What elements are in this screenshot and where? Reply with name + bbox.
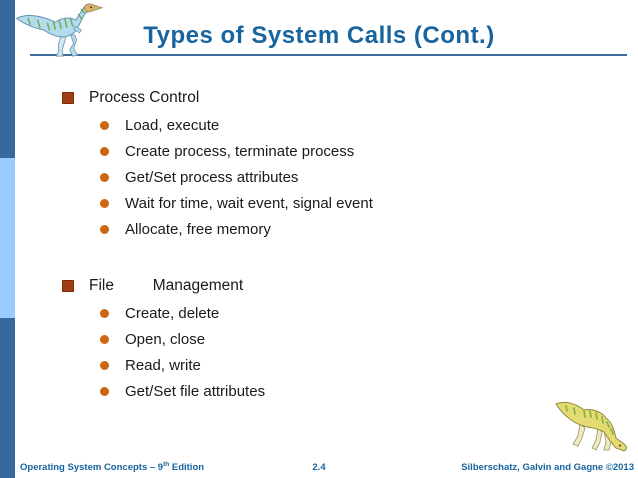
stripe-dark-top <box>0 0 15 158</box>
list-item: Load, execute <box>62 112 622 138</box>
left-stripe-bar <box>0 0 15 478</box>
circle-bullet-icon <box>100 224 109 234</box>
list-item-label: Load, execute <box>125 116 220 134</box>
list-item-label: Read, write <box>125 356 201 374</box>
footer-book-title-text: Operating System Concepts – 9 <box>20 462 164 473</box>
footer-copyright: Silberschatz, Galvin and Gagne ©2013 <box>461 462 634 473</box>
circle-bullet-icon <box>100 360 109 370</box>
list-item-label: Open, close <box>125 330 206 348</box>
list-item: Open, close <box>62 326 622 352</box>
list-item: Read, write <box>62 352 622 378</box>
stripe-dark-bottom <box>0 318 15 478</box>
grazing-dinosaur-icon <box>555 401 627 452</box>
list-item: Wait for time, wait event, signal event <box>62 190 622 216</box>
list-item: Get/Set process attributes <box>62 164 622 190</box>
section-label: File Management <box>89 277 244 294</box>
section-header: Process Control <box>62 86 622 110</box>
footer-edition-superscript: th <box>163 460 170 468</box>
circle-bullet-icon <box>100 120 109 130</box>
list-item: Create, delete <box>62 300 622 326</box>
slide-title: Types of System Calls (Cont.) <box>143 22 495 49</box>
footer-edition-text: Edition <box>169 462 205 473</box>
stripe-light-middle <box>0 158 15 318</box>
square-bullet-icon <box>62 92 74 104</box>
standing-dinosaur-icon <box>15 3 104 57</box>
list-item-label: Create, delete <box>125 304 220 322</box>
list-item-label: Allocate, free memory <box>125 220 271 238</box>
list-item-label: Get/Set file attributes <box>125 382 266 400</box>
section-header: File Management <box>62 274 622 298</box>
list-item-label: Get/Set process attributes <box>125 168 299 186</box>
list-item: Create process, terminate process <box>62 138 622 164</box>
circle-bullet-icon <box>100 386 109 396</box>
circle-bullet-icon <box>100 308 109 318</box>
circle-bullet-icon <box>100 146 109 156</box>
list-item-label: Create process, terminate process <box>125 142 355 160</box>
circle-bullet-icon <box>100 172 109 182</box>
list-item: Get/Set file attributes <box>62 378 622 404</box>
list-item-label: Wait for time, wait event, signal event <box>125 194 373 212</box>
circle-bullet-icon <box>100 334 109 344</box>
square-bullet-icon <box>62 280 74 292</box>
section-label: Process Control <box>89 89 200 106</box>
circle-bullet-icon <box>100 198 109 208</box>
footer-book-title: Operating System Concepts – 9th Edition <box>20 461 204 473</box>
title-underline <box>30 54 627 56</box>
list-item: Allocate, free memory <box>62 216 622 242</box>
page-number: 2.4 <box>312 462 326 473</box>
